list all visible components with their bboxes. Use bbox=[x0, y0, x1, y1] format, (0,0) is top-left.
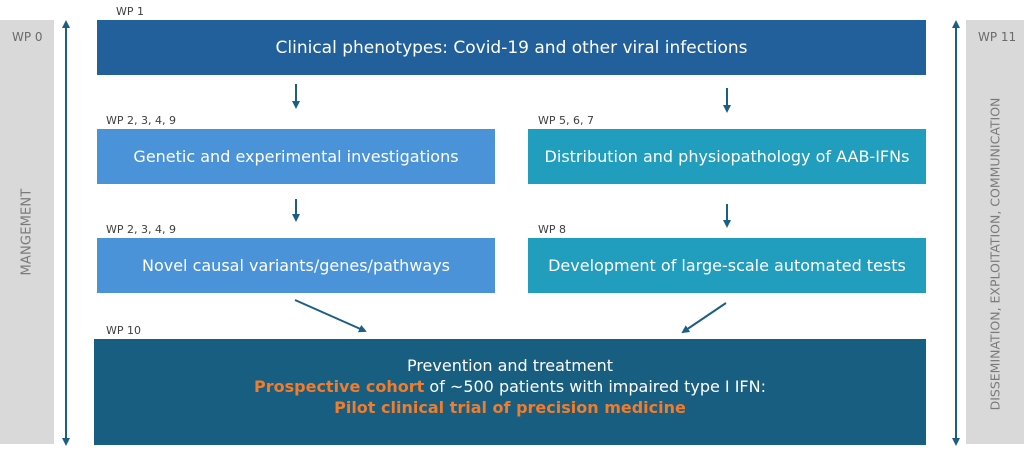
arrow-head-up-icon bbox=[62, 20, 70, 28]
arrow-novel-to-prevention bbox=[294, 299, 367, 333]
wp1-label: WP 1 bbox=[116, 5, 145, 18]
development-tests-box: Development of large-scale automated tes… bbox=[528, 238, 926, 293]
genetic-wp-label: WP 2, 3, 4, 9 bbox=[106, 114, 176, 127]
prevention-line1: Prevention and treatment bbox=[406, 356, 614, 375]
development-wp-label: WP 8 bbox=[538, 223, 567, 236]
novel-wp-label: WP 2, 3, 4, 9 bbox=[106, 223, 176, 236]
dissemination-label: DISSEMINATION, EXPLOITATION, COMMUNICATI… bbox=[987, 97, 1003, 411]
distribution-box: Distribution and physiopathology of AAB-… bbox=[528, 129, 926, 184]
wp10-label: WP 10 bbox=[106, 324, 142, 337]
distribution-text: Distribution and physiopathology of AAB-… bbox=[544, 147, 910, 166]
genetic-investigations-text: Genetic and experimental investigations bbox=[133, 147, 459, 166]
development-tests-text: Development of large-scale automated tes… bbox=[548, 256, 906, 275]
distribution-wp-label: WP 5, 6, 7 bbox=[538, 114, 594, 127]
arrow-head-down-icon bbox=[62, 438, 70, 446]
genetic-investigations-box: Genetic and experimental investigations bbox=[97, 129, 495, 184]
prevention-line2: Prospective cohort of ~500 patients with… bbox=[254, 376, 766, 397]
clinical-phenotypes-text: Clinical phenotypes: Covid-19 and other … bbox=[275, 37, 748, 58]
prospective-cohort-highlight: Prospective cohort bbox=[254, 377, 425, 396]
prevention-line2-rest: of ~500 patients with impaired type I IF… bbox=[424, 377, 766, 396]
arrow-head-up-icon bbox=[952, 20, 960, 28]
pilot-trial-highlight: Pilot clinical trial of precision medici… bbox=[334, 398, 686, 417]
management-label: MANGEMENT bbox=[19, 188, 35, 276]
novel-variants-text: Novel causal variants/genes/pathways bbox=[141, 256, 451, 275]
dissemination-panel: WP 11 DISSEMINATION, EXPLOITATION, COMMU… bbox=[966, 20, 1024, 444]
clinical-phenotypes-box: Clinical phenotypes: Covid-19 and other … bbox=[97, 20, 926, 75]
dissemination-wp-label: WP 11 bbox=[978, 30, 1017, 44]
dissemination-span-arrow bbox=[955, 24, 957, 442]
management-panel: WP 0 MANGEMENT bbox=[0, 20, 54, 444]
management-span-arrow bbox=[65, 24, 67, 442]
arrow-head-down-icon bbox=[952, 438, 960, 446]
management-wp-label: WP 0 bbox=[12, 30, 43, 44]
prevention-treatment-box: Prevention and treatment Prospective coh… bbox=[94, 339, 926, 445]
novel-variants-box: Novel causal variants/genes/pathways bbox=[97, 238, 495, 293]
arrow-development-to-prevention bbox=[681, 302, 727, 334]
